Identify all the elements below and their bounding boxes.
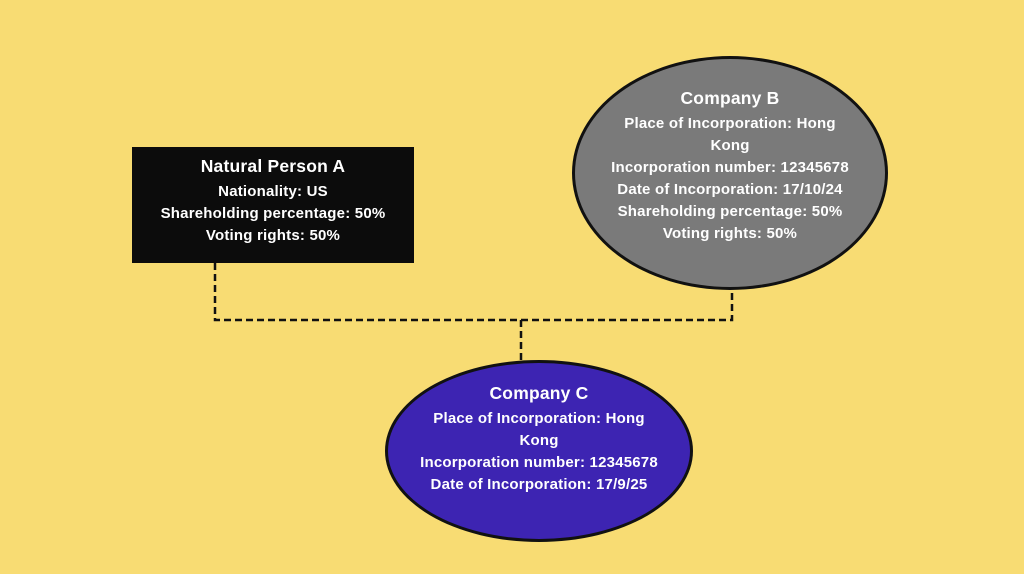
node-detail-date-of-incorporation: Date of Incorporation: 17/10/24 (617, 180, 843, 198)
node-detail-place-of-incorporation: Place of Incorporation: Hong (624, 114, 836, 132)
node-detail-shareholding: Shareholding percentage: 50% (160, 204, 386, 222)
dashed-connector-path (213, 263, 734, 361)
node-detail-date-of-incorporation: Date of Incorporation: 17/9/25 (430, 475, 648, 493)
node-detail-incorporation-number: Incorporation number: 12345678 (420, 453, 658, 471)
node-detail-incorporation-number: Incorporation number: 12345678 (611, 158, 849, 176)
node-detail-nationality: Nationality: US (218, 182, 328, 200)
node-title: Company B (680, 87, 780, 108)
node-title: Natural Person A (200, 155, 346, 176)
node-detail-place-of-incorporation: Place of Incorporation: Hong (433, 409, 645, 427)
node-detail-voting-rights: Voting rights: 50% (662, 224, 798, 242)
node-detail-place-of-incorporation-wrap: Kong (710, 136, 750, 154)
node-title: Company C (489, 382, 589, 403)
node-natural-person-a: Natural Person A Nationality: US Shareho… (132, 147, 414, 263)
node-detail-voting-rights: Voting rights: 50% (205, 226, 341, 244)
node-detail-shareholding: Shareholding percentage: 50% (617, 202, 843, 220)
node-detail-place-of-incorporation-wrap: Kong (519, 431, 559, 449)
node-company-b: Company B Place of Incorporation: Hong K… (572, 56, 888, 290)
node-company-c: Company C Place of Incorporation: Hong K… (385, 360, 693, 542)
